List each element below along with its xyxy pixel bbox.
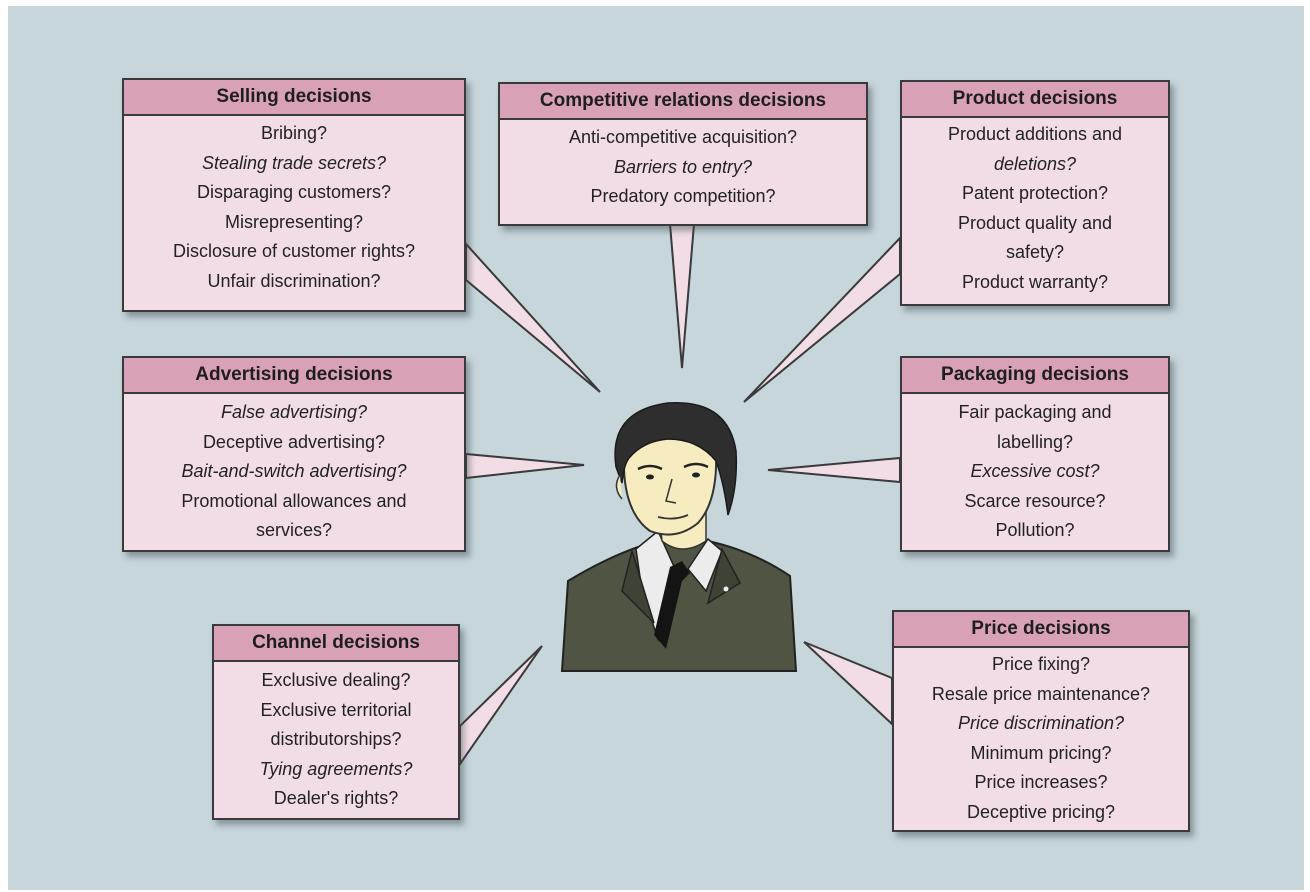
connector-competitive (668, 223, 696, 369)
list-item: labelling? (996, 431, 1074, 452)
packaging-decisions-title: Packaging decisions (902, 358, 1168, 394)
list-item: Product warranty? (961, 271, 1109, 292)
face-features (615, 462, 709, 520)
product-decisions-box: Product decisions Product additions and d… (900, 80, 1170, 306)
price-decisions-title: Price decisions (894, 612, 1188, 648)
advertising-decisions-list: False advertising? Deceptive advertising?… (124, 398, 464, 546)
list-item: Pollution? (995, 520, 1075, 540)
channel-decisions-box: Channel decisions Exclusive dealing?Excl… (212, 624, 460, 820)
list-item: Minimum pricing? (970, 742, 1112, 763)
list-item: Price increases? (974, 772, 1108, 792)
list-item: Patent protection? (961, 183, 1109, 203)
list-item: Price fixing? (991, 654, 1091, 674)
list-item: Deceptive advertising? (202, 431, 386, 452)
suit-shape (560, 540, 798, 672)
necktie (654, 561, 690, 649)
list-item: Bait-and-switch advertising? (181, 461, 407, 481)
diagram-canvas: Selling decisions Bribing? Stealing trade… (8, 6, 1304, 890)
connector-product (743, 235, 901, 403)
competitive-relations-decisions-title: Competitive relations decisions (500, 84, 866, 120)
list-item: Misrepresenting? (224, 211, 364, 232)
businessman-figure (560, 401, 798, 672)
list-item: Exclusive dealing? (261, 670, 411, 690)
packaging-decisions-box: Packaging decisions Fair packaging and la… (900, 356, 1170, 552)
connector-price (803, 641, 893, 727)
list-item: Product additions and (947, 124, 1123, 144)
channel-decisions-title: Channel decisions (214, 626, 458, 662)
lapels (621, 546, 741, 624)
hair (614, 401, 738, 516)
list-item: deletions? (993, 153, 1077, 174)
list-item: Product quality and (957, 212, 1113, 233)
list-item: Scarce resource? (964, 490, 1106, 511)
packaging-decisions-list: Fair packaging and labelling? Excessive co… (902, 398, 1168, 546)
competitive-relations-decisions-box: Competitive relations decisions Anti-com… (498, 82, 868, 226)
product-decisions-list: Product additions and deletions? Patent pr… (902, 120, 1168, 297)
list-item: Bribing? (260, 123, 328, 143)
product-decisions-title: Product decisions (902, 82, 1168, 118)
connector-channel (459, 645, 543, 768)
list-item: safety? (1005, 242, 1065, 262)
selling-decisions-list: Bribing? Stealing trade secrets? Disparagi… (124, 119, 464, 296)
price-decisions-list: Price fixing? Resale price maintenance? Pr… (894, 650, 1188, 827)
list-item: Unfair discrimination? (207, 270, 381, 291)
list-item: services? (255, 520, 333, 540)
list-item: Promotional allowances and (181, 490, 407, 511)
lapel-pin (723, 586, 729, 592)
advertising-decisions-title: Advertising decisions (124, 358, 464, 394)
price-decisions-box: Price decisions Price fixing? Resale pric… (892, 610, 1190, 832)
list-item: Fair packaging and (958, 402, 1112, 422)
list-item: Stealing trade secrets? (201, 152, 387, 173)
list-item: Excessive cost? (970, 461, 1100, 481)
competitive-relations-decisions-list: Anti-competitive acquisition? Barriers to… (500, 123, 866, 212)
channel-decisions-list: Exclusive dealing? Exclusive territorial d… (214, 666, 458, 814)
list-item: Exclusive territorial (260, 699, 412, 720)
list-item: Anti-competitive acquisition? (568, 127, 798, 147)
list-item: Price discrimination? (957, 713, 1125, 733)
list-item: distributorships? (270, 729, 402, 749)
selling-decisions-title: Selling decisions (124, 80, 464, 116)
list-item: Disclosure of customer rights? (172, 241, 416, 261)
list-item: False advertising? (220, 402, 368, 422)
list-item: Deceptive pricing? (966, 801, 1116, 822)
list-item: Tying agreements? (259, 758, 413, 779)
advertising-decisions-box: Advertising decisions False advertising?… (122, 356, 466, 552)
list-item: Predatory competition? (590, 186, 776, 206)
list-item: Barriers to entry? (613, 156, 753, 177)
list-item: Resale price maintenance? (931, 683, 1151, 704)
list-item: Disparaging customers? (196, 182, 392, 202)
selling-decisions-box: Selling decisions Bribing? Stealing trade… (122, 78, 466, 312)
neck-and-face (622, 417, 718, 550)
connector-selling (465, 241, 601, 393)
connector-advertising (465, 452, 585, 480)
list-item: Dealer's rights? (273, 788, 399, 808)
